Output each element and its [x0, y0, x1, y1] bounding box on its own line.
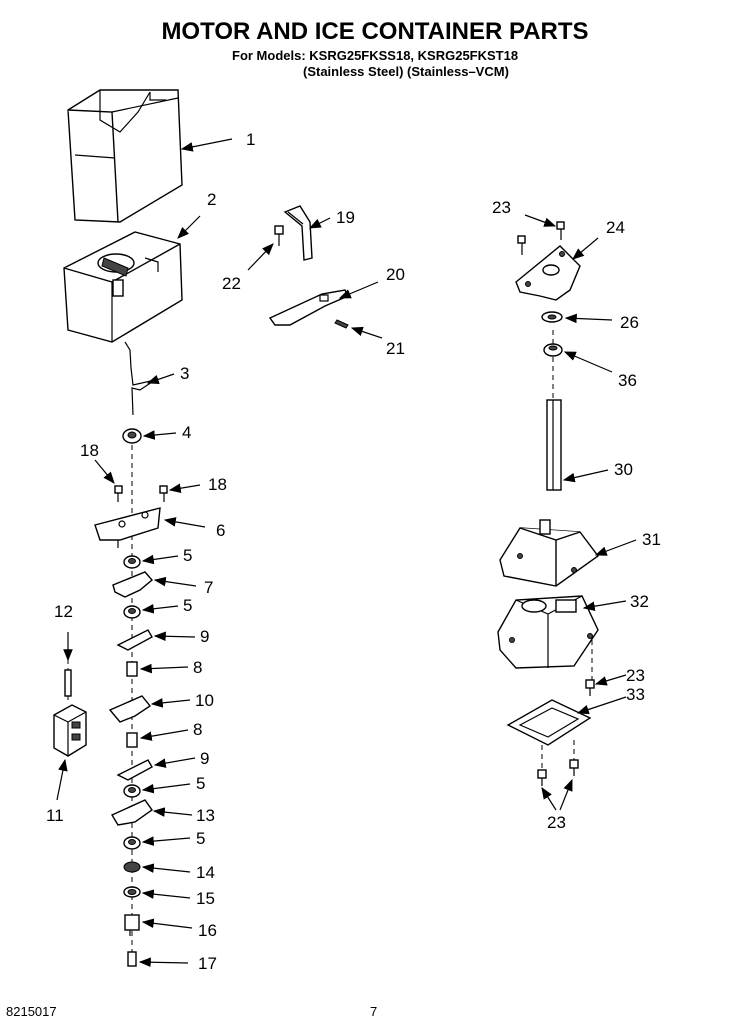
part-16-bearing: [124, 914, 140, 936]
callout-7: 7: [204, 578, 213, 597]
callout-19: 19: [336, 208, 355, 227]
callout-18-right: 18: [208, 475, 227, 494]
part-9-cam-b: [116, 759, 153, 781]
callout-12: 12: [54, 602, 73, 621]
callout-5-c: 5: [196, 774, 205, 793]
part-36-bushing: [543, 343, 563, 357]
callout-9-a: 9: [200, 627, 209, 646]
callout-24: 24: [606, 218, 625, 237]
part-6-bracket: [94, 507, 161, 548]
page-title: MOTOR AND ICE CONTAINER PARTS: [161, 18, 589, 45]
callout-16: 16: [198, 921, 217, 940]
callout-31: 31: [642, 530, 661, 549]
callout-8-a: 8: [193, 658, 202, 677]
part-24-mount-plate: [515, 245, 581, 301]
part-9-cam-a: [116, 629, 153, 651]
callout-13: 13: [196, 806, 215, 825]
part-22-screw: [274, 225, 284, 246]
part-21-pin: [334, 319, 349, 329]
part-33-gasket: [506, 699, 592, 746]
part-3-wire: [124, 341, 156, 416]
part-10-cam: [108, 695, 152, 723]
part-23-screws-top: [517, 221, 565, 255]
callout-5-d: 5: [196, 829, 205, 848]
part-8-spacer-b: [126, 732, 138, 748]
part-30-shaft: [546, 399, 562, 491]
callout-3: 3: [180, 364, 189, 383]
part-5-washer-a: [123, 555, 141, 569]
part-17-screw: [127, 951, 137, 967]
callout-22: 22: [222, 274, 241, 293]
part-19-clip: [283, 205, 313, 261]
callout-32: 32: [630, 592, 649, 611]
part-7-cam: [112, 571, 153, 598]
callout-20: 20: [386, 265, 405, 284]
callout-6: 6: [216, 521, 225, 540]
part-5-washer-c: [123, 784, 141, 798]
callout-23-mid: 23: [626, 666, 645, 685]
part-31-motor-cover: [499, 519, 599, 587]
part-23-screws-bottom: [537, 759, 579, 786]
part-5-washer-d: [123, 836, 141, 850]
callout-23-top: 23: [492, 198, 511, 217]
finishes-line: (Stainless Steel) (Stainless–VCM): [303, 64, 509, 79]
callout-4: 4: [182, 423, 191, 442]
callout-2: 2: [207, 190, 216, 209]
callout-5-b: 5: [183, 596, 192, 615]
callout-21: 21: [386, 339, 405, 358]
callout-1: 1: [246, 130, 255, 149]
part-18-screws: [114, 485, 168, 502]
callout-17: 17: [198, 954, 217, 973]
part-23-screw-mid: [585, 679, 595, 696]
callout-5-a: 5: [183, 546, 192, 565]
leader-2: [177, 215, 201, 239]
callout-33: 33: [626, 685, 645, 704]
part-5-washer-b: [123, 605, 141, 619]
part-11-block: [53, 704, 87, 757]
callout-18-left: 18: [80, 441, 99, 460]
callout-15: 15: [196, 889, 215, 908]
part-4-washer: [122, 428, 142, 444]
document-number: 8215017: [6, 1004, 57, 1019]
part-32-motor: [497, 595, 599, 669]
page-number: 7: [370, 1004, 378, 1019]
part-ice-container: [67, 89, 183, 223]
models-line: For Models: KSRG25FKSS18, KSRG25FKST18: [232, 48, 519, 63]
callout-9-b: 9: [200, 749, 209, 768]
callout-14: 14: [196, 863, 215, 882]
callout-36: 36: [618, 371, 637, 390]
leader-1: [180, 138, 233, 152]
part-13-cam: [110, 799, 153, 826]
part-20-bracket: [268, 289, 349, 326]
part-8-spacer-a: [126, 661, 138, 677]
callout-10: 10: [195, 691, 214, 710]
part-15-washer: [123, 886, 141, 898]
callout-30: 30: [614, 460, 633, 479]
part-26-washer: [541, 311, 563, 323]
part-housing: [63, 231, 183, 343]
callout-23-bottom: 23: [547, 813, 566, 832]
callout-26: 26: [620, 313, 639, 332]
callout-11: 11: [46, 806, 64, 825]
callout-8-b: 8: [193, 720, 202, 739]
part-14-washer: [123, 861, 141, 873]
